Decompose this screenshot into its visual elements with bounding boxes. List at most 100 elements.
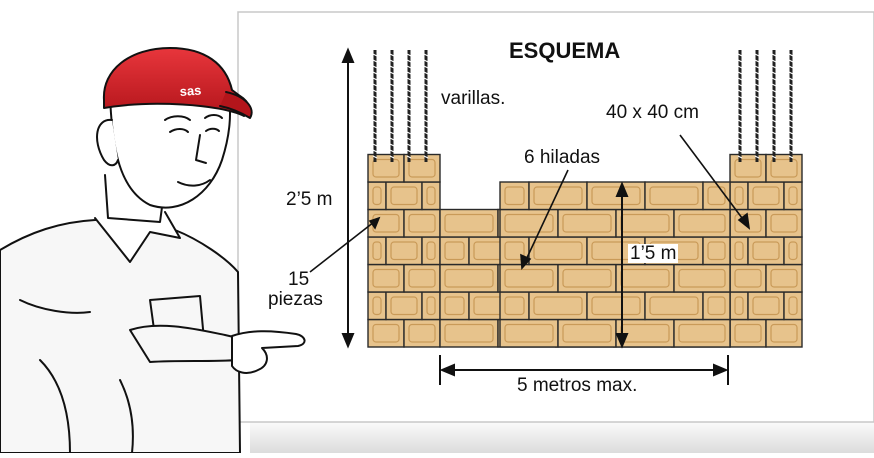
rod-thread xyxy=(754,71,760,75)
wall-body-brick-face xyxy=(444,323,494,343)
rows-leader-head xyxy=(520,253,532,270)
rod-thread xyxy=(737,143,743,147)
wall-top-course-brick-face xyxy=(649,296,699,316)
wall-top-course-brick xyxy=(499,208,559,238)
left-column-brick-face xyxy=(390,241,418,261)
wall-top-course-brick-face xyxy=(504,186,525,206)
left-column-brick xyxy=(367,291,387,321)
rod-thread xyxy=(788,95,794,99)
left-column-brick-face xyxy=(426,296,436,316)
rod-thread xyxy=(737,59,743,63)
pieces-count-label: 15 xyxy=(288,269,310,290)
rod-thread xyxy=(788,83,794,87)
right-column-brick-face xyxy=(734,186,744,206)
rod-thread xyxy=(406,89,412,93)
right-column-brick-face xyxy=(770,158,798,178)
total-height-label: 2’5 m xyxy=(284,189,335,210)
worker-shirt-fold-1 xyxy=(39,359,71,454)
rod-thread xyxy=(771,101,777,105)
rod-thread xyxy=(771,137,777,141)
steel-rod xyxy=(406,50,412,162)
right-column-brick-face xyxy=(734,296,744,316)
rod-thread xyxy=(754,83,760,87)
rod-thread xyxy=(406,53,412,57)
rod-thread xyxy=(372,59,378,63)
rod-thread xyxy=(788,101,794,105)
rod-thread xyxy=(771,71,777,75)
rows-label: 6 hiladas xyxy=(524,147,601,168)
wall-body-brick xyxy=(439,263,499,293)
rod-thread xyxy=(737,101,743,105)
column-size-label: 40 x 40 cm xyxy=(606,102,699,123)
left-column-brick xyxy=(367,236,387,266)
rod-thread xyxy=(771,65,777,69)
rod-thread xyxy=(372,131,378,135)
rows-leader xyxy=(524,169,569,263)
wall-height-arrow-bottom xyxy=(615,333,629,349)
right-column-brick-face xyxy=(734,241,744,261)
rod-thread xyxy=(771,59,777,63)
rod-thread xyxy=(389,137,395,141)
rod-thread xyxy=(423,137,429,141)
worker-figure xyxy=(0,47,306,454)
rod-thread xyxy=(389,101,395,105)
cap-logo: sas xyxy=(179,83,202,99)
worker-cap xyxy=(102,47,250,117)
wall-top-course-brick xyxy=(499,291,530,321)
rod-thread xyxy=(406,149,412,153)
left-column-brick xyxy=(421,236,441,266)
right-column-brick xyxy=(783,291,803,321)
total-height-arrow-top xyxy=(341,47,355,63)
rod-thread xyxy=(389,77,395,81)
rod-thread xyxy=(771,77,777,81)
rod-thread xyxy=(389,107,395,111)
rod-thread xyxy=(771,119,777,123)
left-column-brick-face xyxy=(372,296,382,316)
wall-top-course-brick xyxy=(557,318,617,348)
steel-rod xyxy=(423,50,429,162)
rod-thread xyxy=(389,119,395,123)
left-column-brick-face xyxy=(372,241,382,261)
rod-thread xyxy=(737,113,743,117)
rod-thread xyxy=(406,137,412,141)
pieces-leader-head xyxy=(368,216,381,230)
wall-top-course-brick xyxy=(557,208,617,238)
wall-top-course-brick-face xyxy=(504,213,554,233)
right-column-brick-face xyxy=(788,186,798,206)
steel-rod xyxy=(788,50,794,162)
rod-thread xyxy=(423,95,429,99)
length-arrow-left xyxy=(439,363,455,377)
wall-top-course-brick xyxy=(528,236,588,266)
rod-thread xyxy=(737,149,743,153)
length-arrow-right xyxy=(713,363,729,377)
right-column-brick-face xyxy=(752,186,780,206)
rod-thread xyxy=(423,143,429,147)
rod-thread xyxy=(788,131,794,135)
rod-thread xyxy=(771,149,777,153)
rod-thread xyxy=(423,155,429,159)
rod-thread xyxy=(737,65,743,69)
rod-thread xyxy=(788,137,794,141)
rod-thread xyxy=(423,113,429,117)
wall-top-course-brick xyxy=(673,208,731,238)
rod-thread xyxy=(406,83,412,87)
rod-thread xyxy=(423,65,429,69)
rod-thread xyxy=(372,83,378,87)
rod-thread xyxy=(406,131,412,135)
right-column-brick-face xyxy=(734,268,762,288)
rod-thread xyxy=(754,107,760,111)
steel-rods xyxy=(372,50,794,162)
size-leader xyxy=(679,134,746,223)
left-column-brick-face xyxy=(408,213,436,233)
rod-thread xyxy=(389,53,395,57)
wall-top-course-brick-face xyxy=(678,213,726,233)
wall-top-course-brick-face xyxy=(678,323,726,343)
rod-thread xyxy=(372,95,378,99)
rod-thread xyxy=(406,65,412,69)
rod-thread xyxy=(788,71,794,75)
wall-top-course-brick xyxy=(644,181,704,211)
wall-top-course-brick-face xyxy=(707,241,726,261)
wall-top-course-brick xyxy=(528,181,588,211)
rod-thread xyxy=(754,131,760,135)
